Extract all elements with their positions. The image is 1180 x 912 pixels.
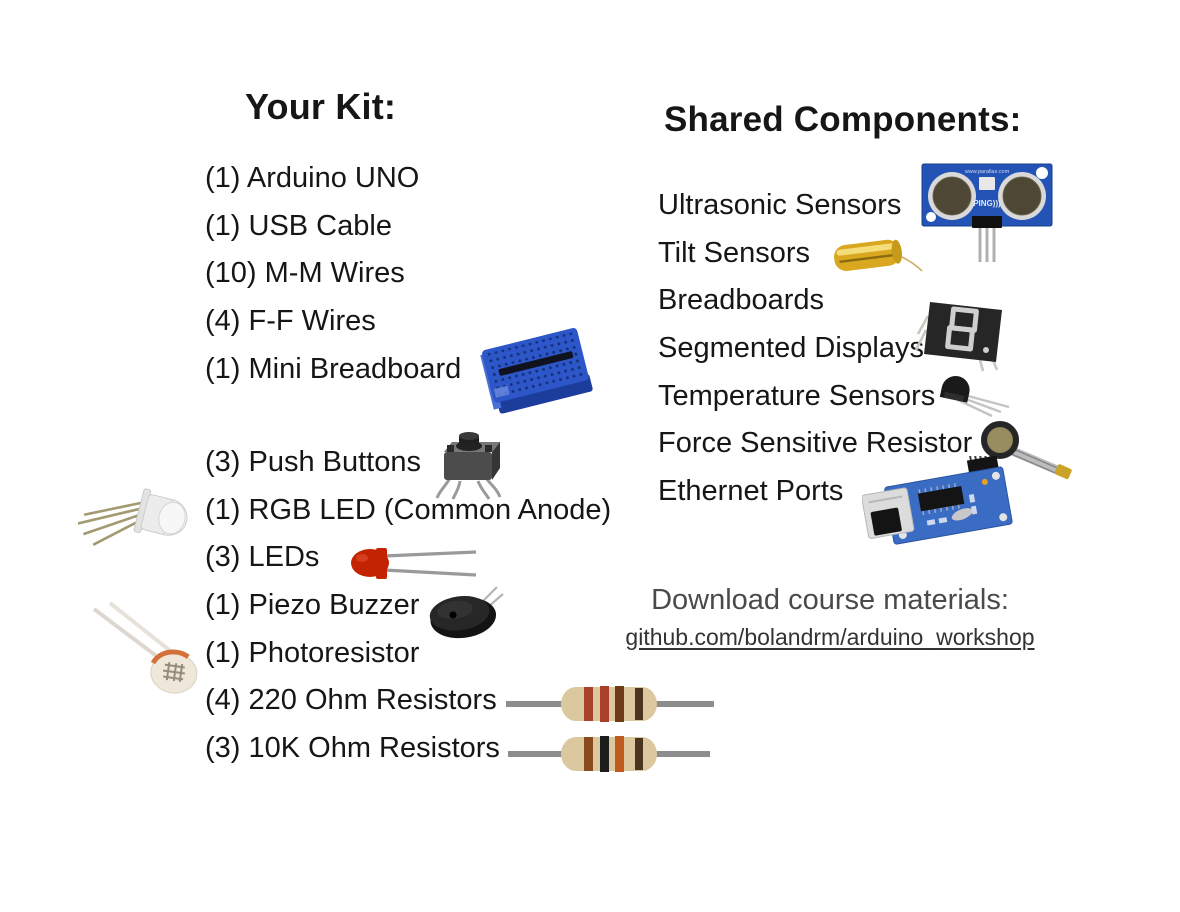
kit-item-usb-cable: (1) USB Cable [205,209,392,242]
10k-ohm-resistor-photo [508,736,710,772]
force-sensitive-resistor-photo [981,421,1072,480]
kit-item-arduino-uno: (1) Arduino UNO [205,162,420,195]
download-block: Download course materials: github.com/bo… [590,584,1070,651]
kit-item-photoresistor: (1) Photoresistor [205,636,420,669]
kit-item-rgb-led: (1) RGB LED (Common Anode) [205,493,612,526]
rgb-led-photo [78,488,188,546]
shared-item-segmented-displays: Segmented Displays [658,332,924,365]
svg-text:PING))): PING))) [973,199,1001,208]
kit-item-mm-wires: (10) M-M Wires [205,257,405,290]
shared-components-title: Shared Components: [664,100,1022,139]
kit-title: Your Kit: [245,86,397,127]
kit-item-piezo-buzzer: (1) Piezo Buzzer [205,589,420,622]
tilt-sensor-photo [834,239,923,272]
shared-item-breadboards: Breadboards [658,284,825,317]
kit-list-top: (1) Arduino UNO (1) USB Cable (10) M-M W… [205,155,461,393]
shared-item-ethernet-ports: Ethernet Ports [658,474,844,507]
segmented-display-photo [914,302,1002,372]
shared-item-ultrasonic-sensors: Ultrasonic Sensors [658,189,902,222]
photoresistor-photo [92,601,198,694]
piezo-buzzer-photo [429,586,504,639]
kit-item-leds: (3) LEDs [205,541,320,574]
push-button-photo [435,432,502,500]
kit-item-220-ohm-resistors: (4) 220 Ohm Resistors [205,684,497,717]
kit-item-10k-ohm-resistors: (3) 10K Ohm Resistors [205,731,500,764]
kit-item-mini-breadboard: (1) Mini Breadboard [205,352,462,385]
ethernet-module-photo [862,456,1013,545]
red-led-photo [351,548,477,579]
download-heading: Download course materials: [651,584,1009,616]
ultrasonic-sensor-photo: www.parallax.com PING))) [921,163,1053,262]
mini-breadboard-photo [480,328,593,414]
220-ohm-resistor-photo [506,686,714,722]
download-link[interactable]: github.com/bolandrm/arduino_workshop [625,624,1035,650]
svg-text:www.parallax.com: www.parallax.com [964,169,1010,175]
shared-item-force-sensitive-resistor: Force Sensitive Resistor [658,427,973,460]
shared-components-list: Ultrasonic Sensors Tilt Sensors Breadboa… [658,182,972,515]
kit-item-push-buttons: (3) Push Buttons [205,446,421,479]
shared-item-tilt-sensors: Tilt Sensors [658,236,811,269]
temperature-sensor-photo [939,376,1010,418]
kit-item-ff-wires: (4) F-F Wires [205,305,376,338]
shared-item-temperature-sensors: Temperature Sensors [658,379,936,412]
kit-list-bottom: (3) Push Buttons (1) RGB LED (Common Ano… [205,439,611,772]
